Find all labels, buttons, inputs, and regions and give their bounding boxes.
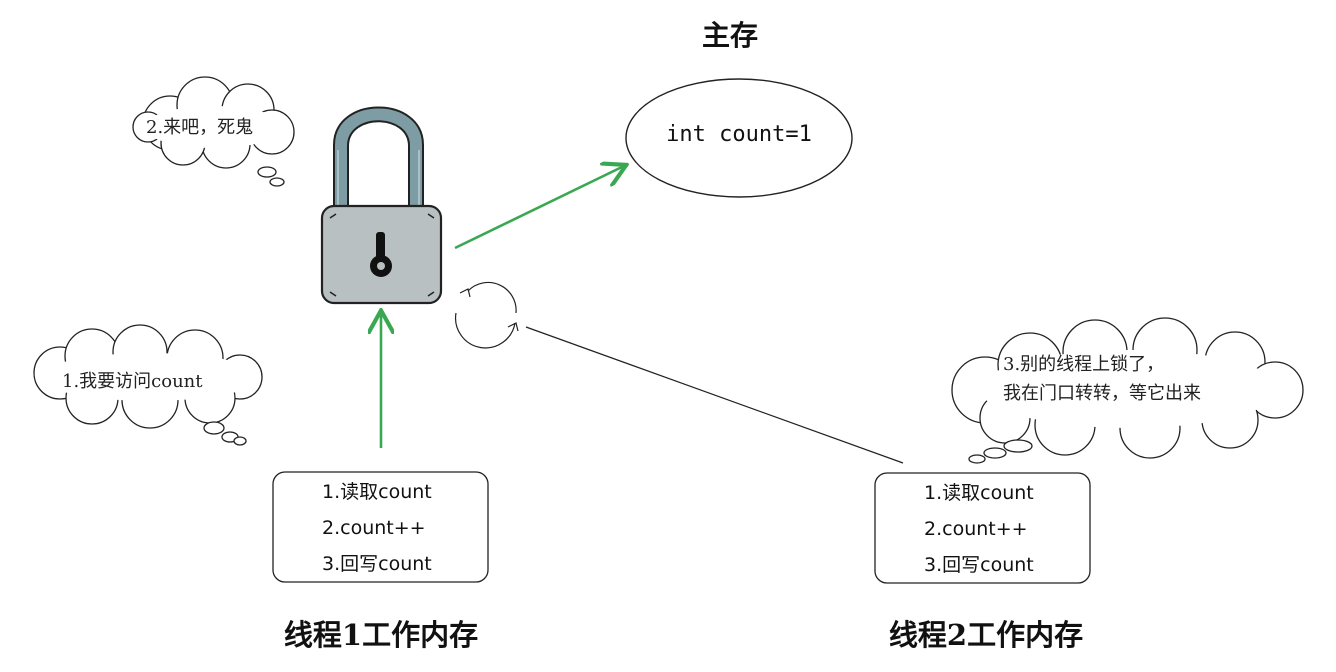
thread2-wait-line bbox=[525, 326, 904, 464]
thread1-step: 3.回写count bbox=[322, 553, 432, 575]
thought-step3: 3.别的线程上锁了， 我在门口转转，等它出来 bbox=[1003, 350, 1201, 408]
thread1-label: 线程1工作内存 bbox=[283, 618, 479, 652]
thread1-memory-box bbox=[272, 471, 489, 583]
waiting-loop-icon bbox=[454, 281, 519, 349]
thread2-step: 3.回写count bbox=[924, 554, 1034, 576]
thread2-label: 线程2工作内存 bbox=[888, 618, 1084, 652]
padlock-icon bbox=[320, 106, 443, 305]
thread1-steps: 1.读取count 2.count++ 3.回写count bbox=[322, 474, 432, 582]
thread1-step: 1.读取count bbox=[322, 481, 432, 503]
thought-step3-line2: 我在门口转转，等它出来 bbox=[1003, 383, 1201, 404]
thread1-step: 2.count++ bbox=[322, 517, 426, 539]
lock-to-main-memory-arrow bbox=[454, 166, 624, 250]
thought-step3-line1: 3.别的线程上锁了， bbox=[1003, 354, 1165, 375]
thread2-step: 2.count++ bbox=[924, 518, 1028, 540]
main-memory-variable: int count=1 bbox=[666, 122, 812, 147]
thought-step1-text: 1.我要访问count bbox=[62, 371, 203, 392]
main-memory-node bbox=[625, 78, 853, 198]
thread2-steps: 1.读取count 2.count++ 3.回写count bbox=[924, 475, 1034, 583]
thought-step2-text: 2.来吧，死鬼 bbox=[146, 117, 254, 138]
thread2-memory-box bbox=[874, 472, 1091, 584]
main-memory-title: 主存 bbox=[701, 19, 758, 52]
thread2-step: 1.读取count bbox=[924, 482, 1034, 504]
